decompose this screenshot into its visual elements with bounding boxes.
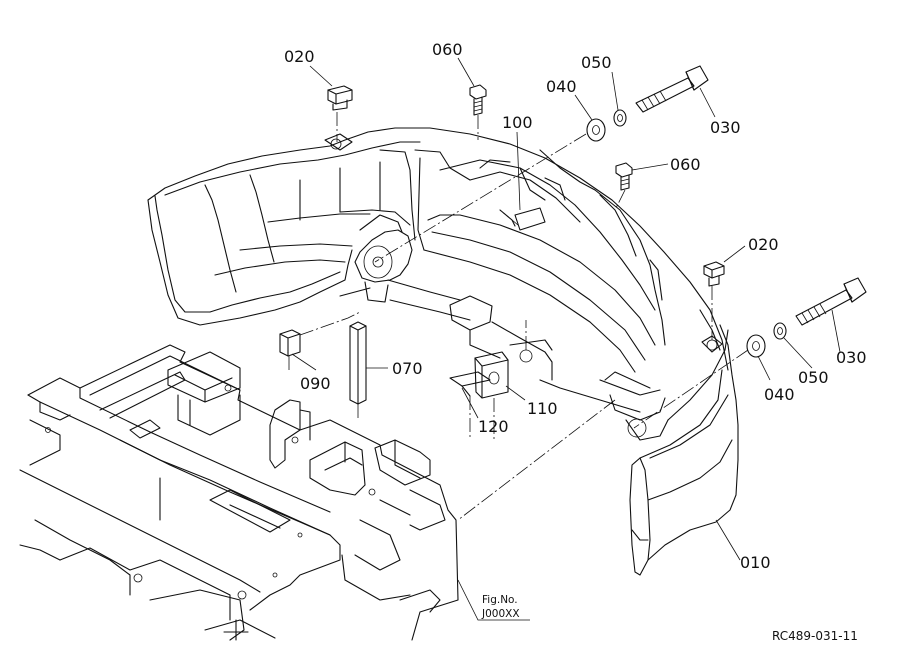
washer-040-right: [746, 334, 766, 358]
callout-labels: 020 060 050 040 030 100 060 020 040 050 …: [284, 40, 867, 572]
callout-110: 110: [527, 399, 558, 418]
callout-070: 070: [392, 359, 423, 378]
callout-040-right: 040: [764, 385, 795, 404]
callout-040-top: 040: [546, 77, 577, 96]
callout-060-top: 060: [432, 40, 463, 59]
callout-010: 010: [740, 553, 771, 572]
figure-ref-code: J000XX: [481, 608, 520, 620]
callout-020-top: 020: [284, 47, 315, 66]
block-090: [279, 329, 301, 357]
lockwasher-050-top: [613, 109, 627, 127]
callout-050-top: 050: [581, 53, 612, 72]
callout-090: 090: [300, 374, 331, 393]
callout-020-right: 020: [748, 235, 779, 254]
bracket-110: [474, 351, 509, 399]
callout-050-right: 050: [798, 368, 829, 387]
plate-120: [449, 371, 491, 397]
figure-ref-label: Fig.No.: [482, 594, 518, 606]
callout-030-top: 030: [710, 118, 741, 137]
callout-060-mid: 060: [670, 155, 701, 174]
screw-060-mid: [615, 162, 633, 191]
bar-070: [349, 321, 367, 405]
leader-lines: [291, 57, 841, 621]
bolt-030-top: [635, 65, 709, 113]
callout-120: 120: [478, 417, 509, 436]
bumper-cover: [629, 324, 739, 576]
callout-100: 100: [502, 113, 533, 132]
knob-020-right: [703, 261, 725, 287]
callout-030-right: 030: [836, 348, 867, 367]
bolt-030-right: [795, 277, 867, 326]
drawing-code: RC489-031-11: [772, 629, 858, 643]
lockwasher-050-right: [773, 322, 787, 340]
knob-020-top: [327, 85, 353, 111]
figure-reference: Fig.No. J000XX: [481, 594, 520, 620]
screw-060-top: [469, 84, 487, 116]
cover-body: [147, 127, 729, 441]
machine-frame: [19, 344, 459, 641]
washer-040-top: [586, 118, 606, 142]
